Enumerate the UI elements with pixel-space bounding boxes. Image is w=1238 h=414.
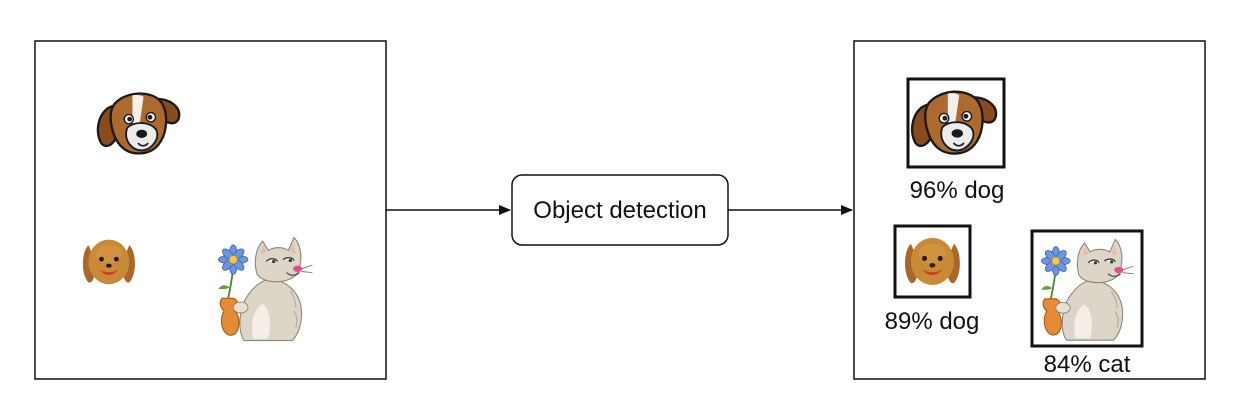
input-image-frame xyxy=(34,40,387,380)
bounding-box xyxy=(1030,229,1144,348)
output-image-frame xyxy=(853,40,1206,380)
bounding-box xyxy=(893,224,972,299)
process-node: Object detection xyxy=(511,174,729,246)
output-image-panel: 96% dog 89% dog 84% cat xyxy=(853,40,1206,380)
process-label: Object detection xyxy=(533,197,706,224)
detection-dog-96: 96% dog xyxy=(906,77,1006,204)
detection-label: 89% dog xyxy=(885,308,980,335)
detection-label: 84% cat xyxy=(1044,351,1131,378)
detection-cat-84: 84% cat xyxy=(1030,229,1144,378)
detection-label: 96% dog xyxy=(910,177,1005,204)
detection-dog-89: 89% dog xyxy=(885,224,980,335)
input-image-panel xyxy=(34,40,387,380)
bounding-box xyxy=(906,77,1006,169)
